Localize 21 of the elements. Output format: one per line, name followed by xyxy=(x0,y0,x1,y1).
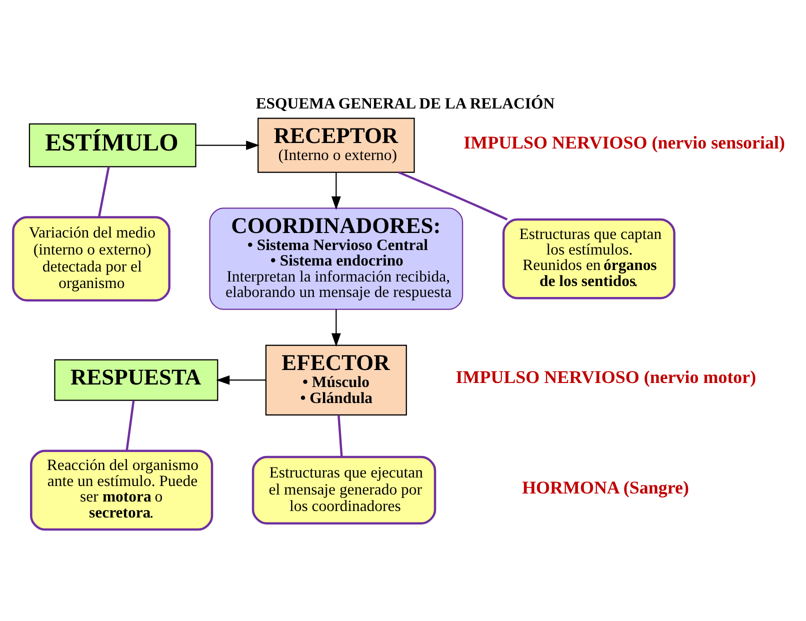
node-box: Variación del medio (interno o externo) detectada por el organismo xyxy=(12,216,170,301)
connector xyxy=(398,170,508,220)
label: IMPULSO NERVIOSO (nervio sensorial) xyxy=(464,132,785,152)
label: HORMONA (Sangre) xyxy=(522,476,689,497)
connector xyxy=(98,166,110,217)
node-box: RESPUESTA xyxy=(54,358,218,400)
node-box: Estructuras que ejecutan el mensaje generado por los coordinadores xyxy=(252,455,436,524)
node-box: ESTÍMULO xyxy=(28,122,196,167)
arrow xyxy=(331,308,341,346)
node-box: EFECTOR • Músculo • Glándula xyxy=(265,344,407,415)
diagram-title: ESQUEMA GENERAL DE LA RELACIÓN xyxy=(256,94,555,112)
label: IMPULSO NERVIOSO (nervio motor) xyxy=(456,366,756,387)
node-box: COORDINADORES: • Sistema Nervioso Central • Sistema endocrino Interpretan la información recibida, elaborando un mensaje de respuesta xyxy=(209,207,464,310)
connector xyxy=(126,400,135,450)
arrow xyxy=(331,172,341,210)
arrow xyxy=(216,374,266,384)
node-box: RECEPTOR (Interno o externo) xyxy=(258,117,415,172)
connector xyxy=(338,414,343,456)
arrow xyxy=(196,140,260,150)
node-box: Reacción del organismo ante un estímulo. Puede ser motora o secretora. xyxy=(30,449,214,530)
node-box: Estructuras que captan los estímulos. Reunidos en órganos de los sentidos. xyxy=(502,218,676,299)
